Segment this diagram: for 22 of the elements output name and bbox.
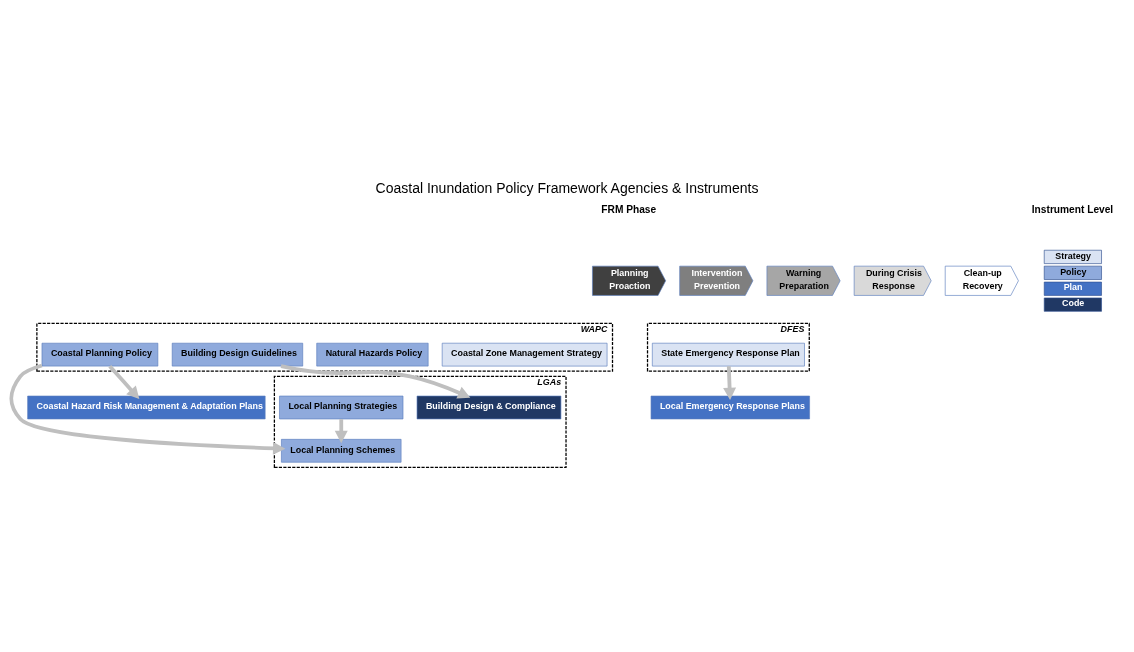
node-box: Coastal Zone Management Strategy [441,342,608,367]
label: Instrument Level [1031,204,1114,216]
node-box: Building Design & Compliance [416,395,562,420]
legend-label: Plan [1063,282,1083,293]
node-box: Local Planning Schemes [281,439,402,463]
node-box: Natural Hazards Policy [316,342,429,367]
legend-label: Code [1062,298,1085,309]
node-box: Building Design Guidelines [171,342,304,367]
legend-label: Policy [1060,266,1087,277]
label: FRM Phase [601,204,657,216]
node-box: Coastal Hazard Risk Management & Adaptation Plans [27,395,266,420]
node-box: State Emergency Response Plan [651,342,805,367]
arrow [9,363,286,455]
arrow [723,366,737,401]
node-box: Local Emergency Response Plans [650,395,810,420]
node-box: Coastal Planning Policy [41,342,159,367]
arrow [334,419,348,444]
legend-label: Strategy [1055,250,1092,261]
arrow [280,364,471,399]
diagram-title: Coastal Inundation Policy Framework Agencies & Instruments [375,180,759,197]
arrow [108,364,140,399]
node-box: Local Planning Strategies [279,395,404,420]
